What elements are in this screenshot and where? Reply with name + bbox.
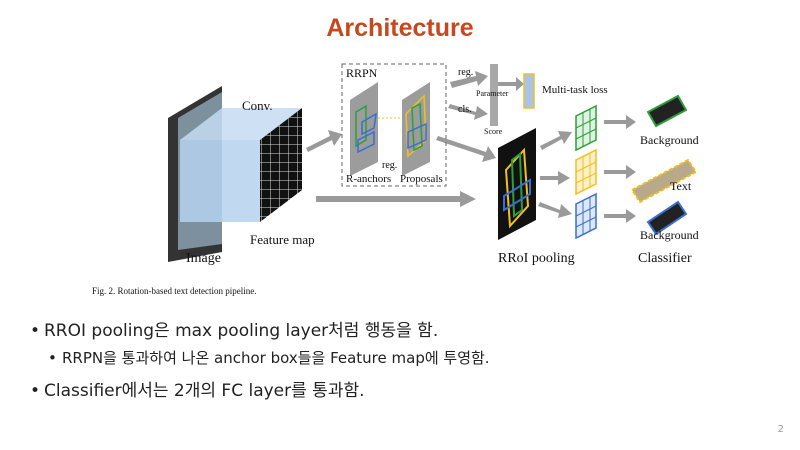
figure-caption: Fig. 2. Rotation-based text detection pi…: [92, 286, 256, 296]
slide-title: Architecture: [326, 14, 474, 42]
output-background-top: [646, 94, 688, 128]
classify-arrows: [604, 115, 636, 223]
pipeline-figure: Conv. Image Feature map RRPN reg. R-anch…: [92, 63, 699, 296]
sub-bullet-item: • RRPN을 통과하여 나온 anchor box들을 Feature map에…: [48, 347, 790, 368]
parameter-label: Parameter: [476, 89, 509, 98]
rroi-pooling-label: RRoI pooling: [498, 251, 575, 266]
multitask-loss-label: Multi-task loss: [542, 84, 608, 96]
reg-label: reg.: [458, 67, 473, 78]
rrpn-label: RRPN: [346, 66, 378, 80]
r-anchors-sheet: [350, 82, 378, 176]
pool-arrows: [538, 131, 572, 218]
r-anchors-label: R-anchors: [346, 173, 391, 185]
output-text: [630, 158, 698, 204]
feature-map-label: Feature map: [250, 232, 315, 247]
branch-arrows: [448, 71, 524, 120]
pooled-grid-yellow: [575, 148, 597, 196]
bullet-dot: •: [30, 321, 41, 341]
conv-label: Conv.: [242, 98, 273, 113]
flow-arrows: [306, 130, 496, 207]
text-label: Text: [670, 179, 692, 193]
proposals-label: Proposals: [400, 173, 443, 185]
parameter-bar: [490, 64, 498, 108]
bullet-item: •Classifier에서는 2개의 FC layer를 통과함.: [30, 376, 790, 401]
bullet-dot: •: [30, 381, 41, 401]
bullet-item: •RROI pooling은 max pooling layer처럼 행동을 함…: [30, 316, 790, 341]
output-background-bottom: [646, 200, 688, 236]
background-bottom-label: Background: [640, 228, 699, 242]
loss-bar: [523, 73, 535, 109]
rrpn-box: [341, 63, 447, 187]
cls-label: cls.: [458, 104, 472, 115]
image-label: Image: [186, 251, 221, 266]
bullet-list: •RROI pooling은 max pooling layer처럼 행동을 함…: [30, 316, 790, 407]
page-number: 2: [777, 424, 784, 435]
bullet-text: Classifier에서는 2개의 FC layer를 통과함.: [44, 381, 365, 401]
classifier-label: Classifier: [638, 251, 692, 266]
score-bar: [490, 108, 498, 126]
pooled-grid-blue: [575, 192, 597, 240]
feature-map-cube: [180, 108, 302, 222]
background-top-label: Background: [640, 133, 699, 147]
bullet-text: RROI pooling은 max pooling layer처럼 행동을 함.: [44, 321, 439, 341]
reg-small-label: reg.: [382, 160, 397, 171]
bullet-dot: •: [48, 349, 57, 367]
pooled-grid-green: [575, 104, 597, 152]
bullet-text: RRPN을 통과하여 나온 anchor box들을 Feature map에 …: [62, 349, 490, 367]
score-label: Score: [484, 127, 503, 136]
proposals-sheet: [402, 82, 430, 176]
rroi-sheet: [498, 128, 536, 240]
